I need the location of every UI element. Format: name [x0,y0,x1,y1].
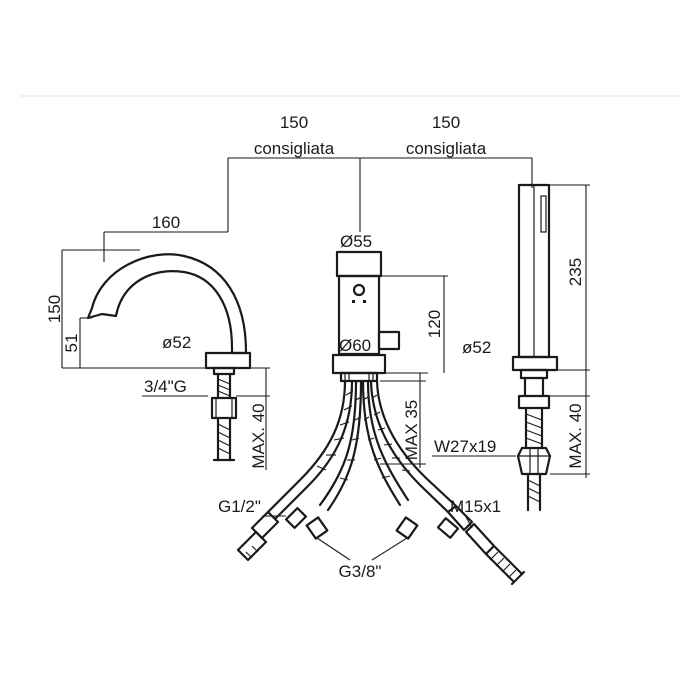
mixer-cap [335,250,383,278]
mixer-max-deck: MAX 35 [402,400,421,460]
hose-connector-center-label: G3/8" [339,562,382,581]
spout-base [204,351,252,370]
mixer-top-diameter: Ø55 [340,232,372,251]
right-spacing-value: 150 [432,113,460,132]
right-spacing-note: consigliata [406,139,487,158]
spout-reach-value: 160 [152,213,180,232]
left-spacing-value: 150 [280,113,308,132]
mixer-base [331,353,387,375]
spout: 160 150 51 ø52 [45,213,270,470]
spout-base-diameter: ø52 [162,333,191,352]
spout-thread-label: 3/4"G [144,377,187,396]
shower-base-diameter: ø52 [462,338,491,357]
shower-height-value: 235 [566,258,585,286]
hoses: G1/2" G3/8" M15x1 [218,379,526,586]
mixer-base-diameter: Ø60 [339,336,371,355]
mixer-height-value: 120 [425,310,444,338]
spout-outlet-height-value: 51 [62,334,81,353]
shower-base [511,355,559,372]
spacing-dimensions: 150 consigliata 150 consigliata [227,113,533,232]
shower-max-deck: MAX. 40 [566,403,585,468]
hand-shower: 235 ø52 W27x19 [432,183,590,512]
shower-nut [516,446,552,476]
mixer-knob [352,283,366,297]
spout-max-deck: MAX. 40 [249,403,268,468]
spout-height-value: 150 [45,295,64,323]
hose-connector-left-label: G1/2" [218,497,261,516]
hose-connector-right-label: M15x1 [450,497,501,516]
left-spacing-note: consigliata [254,139,335,158]
mixer-lever [377,330,401,351]
shower-thread-label: W27x19 [434,437,496,456]
